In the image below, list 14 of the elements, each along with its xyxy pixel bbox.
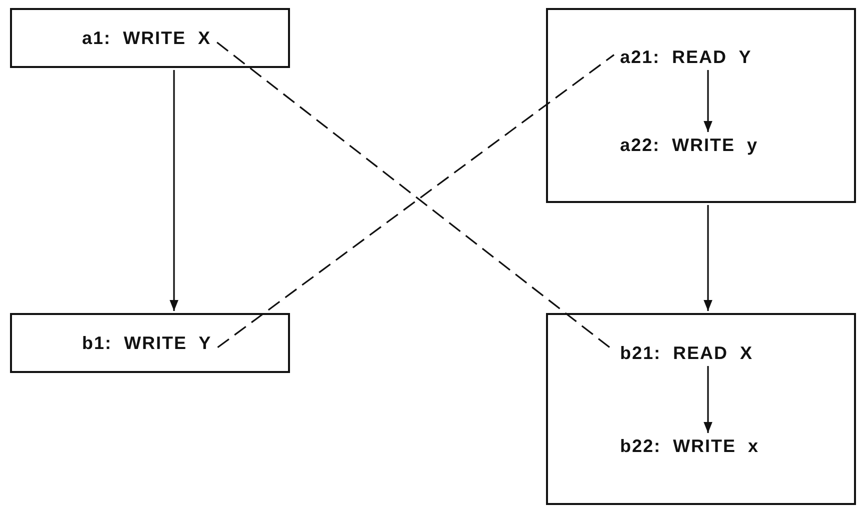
process-box bbox=[10, 313, 290, 373]
process-box bbox=[10, 8, 290, 68]
process-box bbox=[546, 313, 856, 505]
arrow bbox=[704, 70, 712, 132]
arrow bbox=[704, 366, 712, 433]
statement-text: a1: WRITE X bbox=[82, 27, 212, 49]
process-box bbox=[546, 8, 856, 203]
arrow bbox=[170, 70, 178, 311]
statement-text: b1: WRITE Y bbox=[82, 332, 212, 354]
statement-text: a22: WRITE y bbox=[620, 134, 758, 156]
arrow bbox=[704, 205, 712, 311]
statement-text: a21: READ Y bbox=[620, 46, 752, 68]
statement-text: b21: READ X bbox=[620, 342, 754, 364]
statement-text: b22: WRITE x bbox=[620, 435, 760, 457]
